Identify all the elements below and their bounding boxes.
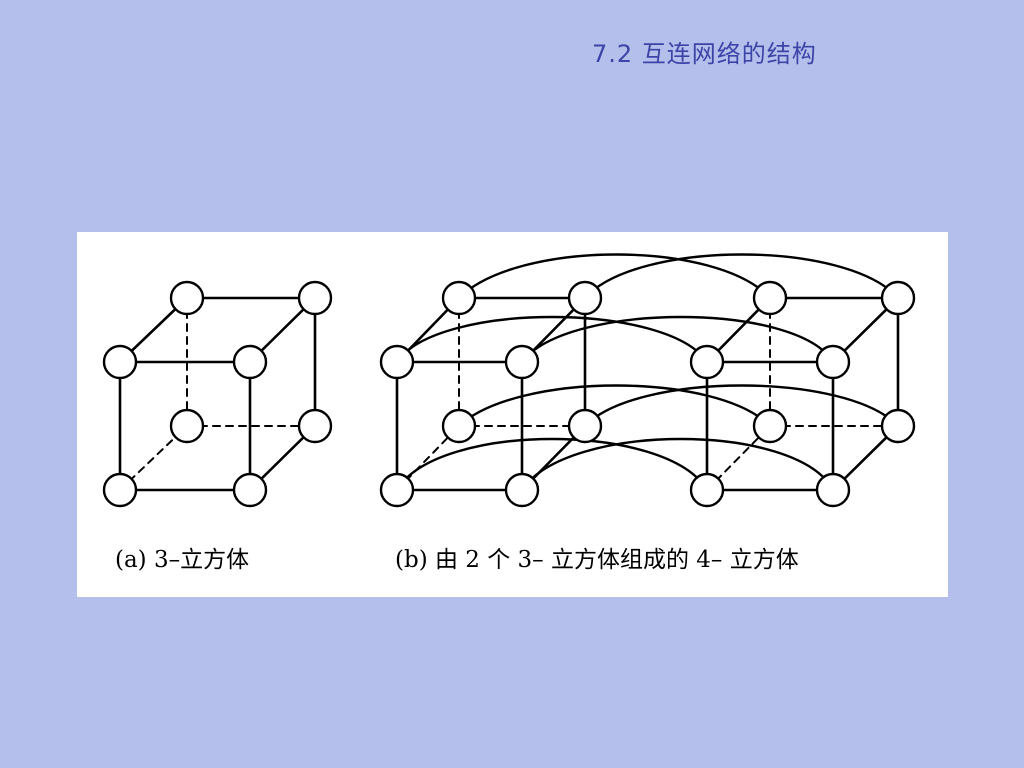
- node: [441, 408, 477, 444]
- node: [441, 280, 477, 316]
- cross-link: [520, 437, 835, 492]
- node: [880, 408, 916, 444]
- cross-link: [457, 253, 772, 300]
- node: [504, 472, 540, 508]
- node: [567, 408, 603, 444]
- node: [102, 472, 138, 508]
- node: [752, 280, 788, 316]
- cross-link: [583, 384, 900, 428]
- cross-link: [520, 315, 835, 364]
- figure-panel: (a) 3–立方体 (b) 由 2 个 3– 立方体组成的 4– 立方体: [77, 232, 948, 597]
- node: [297, 408, 333, 444]
- cross-link: [395, 437, 709, 492]
- node: [379, 344, 415, 380]
- node: [232, 344, 268, 380]
- node: [379, 472, 415, 508]
- node: [504, 344, 540, 380]
- caption-a: (a) 3–立方体: [115, 547, 249, 573]
- node: [815, 472, 851, 508]
- node: [567, 280, 603, 316]
- caption-b: (b) 由 2 个 3– 立方体组成的 4– 立方体: [395, 547, 799, 573]
- node: [689, 472, 725, 508]
- node: [102, 344, 138, 380]
- nodes: [102, 280, 916, 508]
- node: [815, 344, 851, 380]
- node: [232, 472, 268, 508]
- cross-link: [583, 253, 900, 300]
- node: [169, 408, 205, 444]
- cube-b-right: [705, 296, 900, 492]
- cross-link: [395, 315, 709, 364]
- node: [297, 280, 333, 316]
- cross-link: [457, 384, 772, 428]
- node: [689, 344, 725, 380]
- node: [880, 280, 916, 316]
- node: [752, 408, 788, 444]
- hypercube-diagram: (a) 3–立方体 (b) 由 2 个 3– 立方体组成的 4– 立方体: [102, 253, 916, 573]
- node: [169, 280, 205, 316]
- cross-links: [395, 253, 900, 492]
- cube-a: [118, 296, 317, 492]
- slide-title: 7.2 互连网络的结构: [592, 40, 817, 68]
